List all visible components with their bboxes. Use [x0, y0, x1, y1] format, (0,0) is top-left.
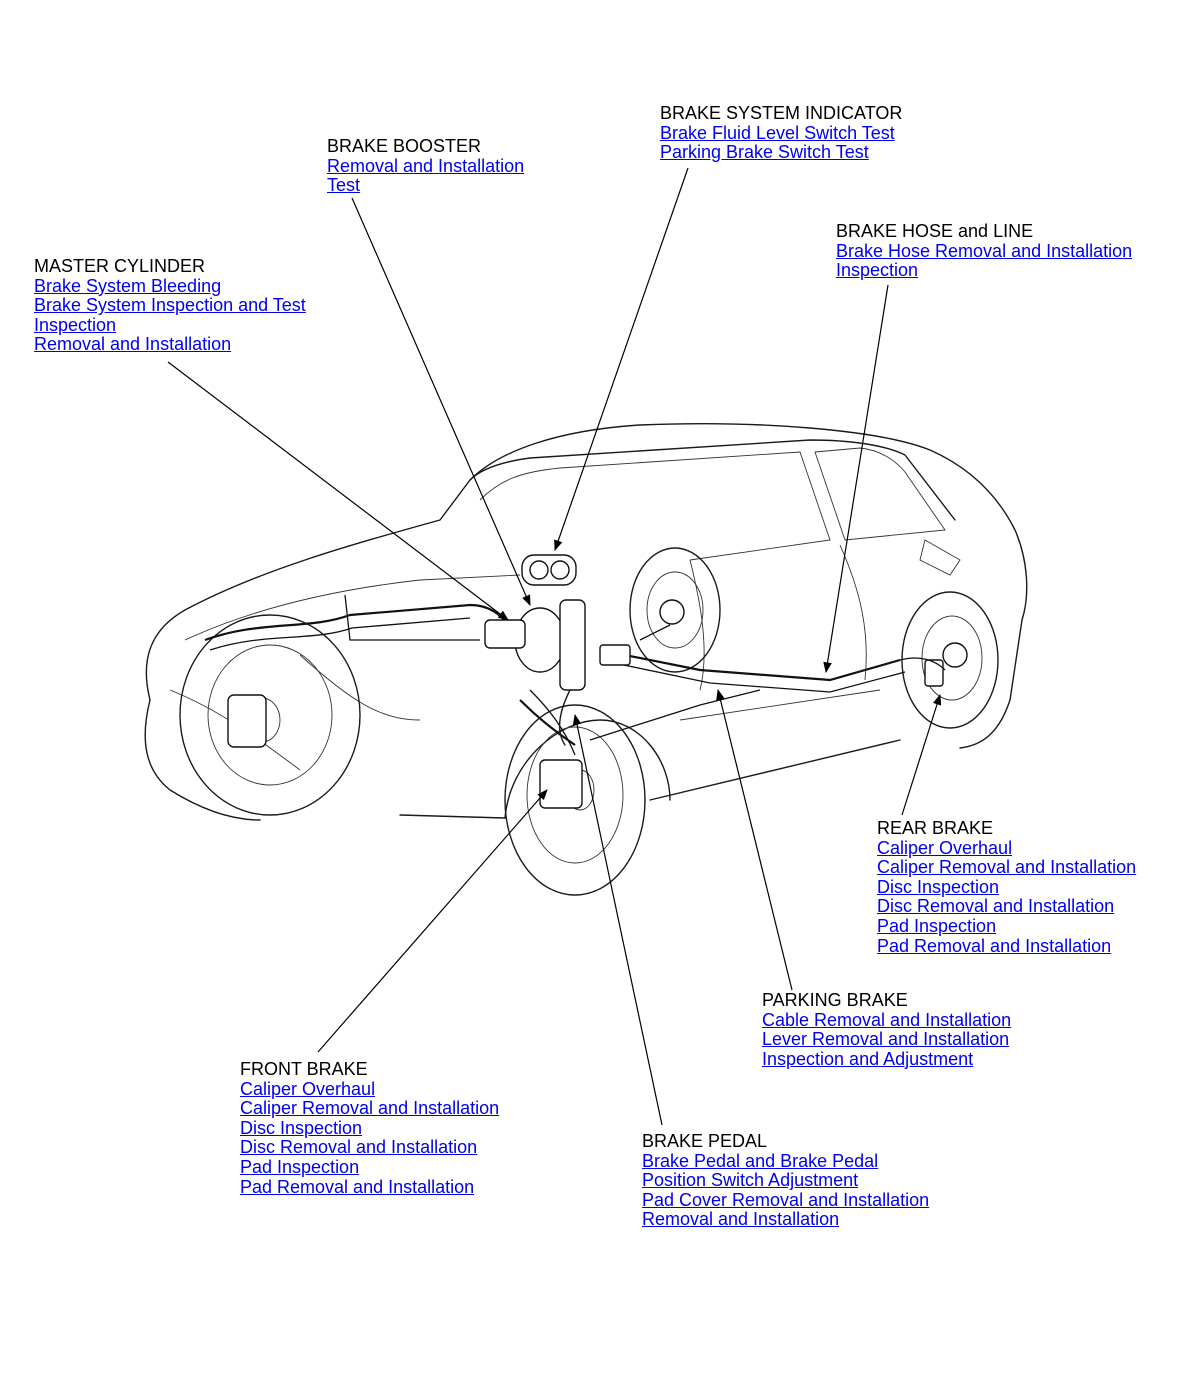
leader-lines — [167, 167, 942, 1126]
instrument-cluster — [521, 554, 577, 586]
link-rear-disc-inspection[interactable]: Disc Inspection — [877, 876, 1000, 897]
rear-right-wheel — [901, 591, 999, 729]
link-master-cylinder-inspection[interactable]: Inspection — [34, 314, 117, 335]
leader-brake-pedal — [572, 713, 663, 1126]
callout-front-brake: FRONT BRAKE Caliper Overhaul Caliper Rem… — [240, 1059, 500, 1197]
booster-assembly — [484, 599, 631, 746]
leader-rear-brake — [901, 693, 942, 816]
callout-rear-brake: REAR BRAKE Caliper Overhaul Caliper Remo… — [877, 818, 1137, 956]
leader-front-brake — [317, 789, 548, 1053]
link-hose-inspection[interactable]: Inspection — [836, 260, 919, 281]
leader-brake-system-indicator — [554, 167, 689, 552]
link-rear-caliper-removal-installation[interactable]: Caliper Removal and Installation — [877, 857, 1137, 878]
link-brake-fluid-level-switch-test[interactable]: Brake Fluid Level Switch Test — [660, 122, 895, 143]
link-rear-disc-removal-installation[interactable]: Disc Removal and Installation — [877, 896, 1115, 917]
callout-title: BRAKE HOSE and LINE — [836, 221, 1034, 241]
link-front-caliper-removal-installation[interactable]: Caliper Removal and Installation — [240, 1098, 500, 1119]
link-inspection-adjustment[interactable]: Inspection and Adjustment — [762, 1048, 974, 1069]
callout-parking-brake: PARKING BRAKE Cable Removal and Installa… — [762, 990, 1012, 1069]
callout-title: BRAKE PEDAL — [642, 1131, 768, 1151]
callout-brake-system-indicator: BRAKE SYSTEM INDICATOR Brake Fluid Level… — [660, 103, 903, 163]
front-left-wheel — [179, 614, 361, 816]
link-brake-system-bleeding[interactable]: Brake System Bleeding — [34, 275, 222, 296]
link-pedal-removal-installation[interactable]: Removal and Installation — [642, 1209, 840, 1230]
link-front-disc-inspection[interactable]: Disc Inspection — [240, 1117, 363, 1138]
front-right-wheel — [504, 704, 646, 896]
link-brake-hose-removal-installation[interactable]: Brake Hose Removal and Installation — [836, 240, 1133, 261]
callout-title: BRAKE BOOSTER — [327, 136, 482, 156]
link-master-cylinder-removal-installation[interactable]: Removal and Installation — [34, 334, 232, 355]
link-front-pad-removal-installation[interactable]: Pad Removal and Installation — [240, 1176, 475, 1197]
link-position-switch-adjustment[interactable]: Position Switch Adjustment — [642, 1170, 859, 1191]
link-front-caliper-overhaul[interactable]: Caliper Overhaul — [240, 1078, 376, 1099]
link-parking-brake-switch-test[interactable]: Parking Brake Switch Test — [660, 142, 869, 163]
link-lever-removal-installation[interactable]: Lever Removal and Installation — [762, 1029, 1010, 1050]
callout-title: REAR BRAKE — [877, 818, 994, 838]
callout-title: PARKING BRAKE — [762, 990, 908, 1010]
callout-brake-booster: BRAKE BOOSTER Removal and Installation T… — [327, 136, 525, 196]
callout-title: MASTER CYLINDER — [34, 256, 206, 276]
callout-title: BRAKE SYSTEM INDICATOR — [660, 103, 903, 123]
link-pad-cover-removal-installation[interactable]: Pad Cover Removal and Installation — [642, 1189, 930, 1210]
brake-lines — [204, 594, 946, 756]
link-front-disc-removal-installation[interactable]: Disc Removal and Installation — [240, 1137, 478, 1158]
link-booster-test[interactable]: Test — [327, 175, 361, 196]
leader-master-cylinder — [167, 361, 509, 621]
rear-left-wheel — [629, 547, 721, 673]
link-booster-removal-installation[interactable]: Removal and Installation — [327, 155, 525, 176]
link-brake-pedal-switch[interactable]: Brake Pedal and Brake Pedal — [642, 1150, 879, 1171]
callout-brake-pedal: BRAKE PEDAL Brake Pedal and Brake Pedal … — [642, 1131, 930, 1230]
link-brake-system-inspection-test[interactable]: Brake System Inspection and Test — [34, 295, 306, 316]
link-cable-removal-installation[interactable]: Cable Removal and Installation — [762, 1009, 1012, 1030]
link-front-pad-inspection[interactable]: Pad Inspection — [240, 1156, 360, 1177]
link-rear-pad-removal-installation[interactable]: Pad Removal and Installation — [877, 935, 1112, 956]
link-rear-caliper-overhaul[interactable]: Caliper Overhaul — [877, 837, 1013, 858]
callout-title: FRONT BRAKE — [240, 1059, 368, 1079]
link-rear-pad-inspection[interactable]: Pad Inspection — [877, 915, 997, 936]
leader-parking-brake — [716, 688, 793, 991]
car-body — [144, 423, 1028, 821]
leader-brake-hose-line — [823, 284, 889, 674]
callout-master-cylinder: MASTER CYLINDER Brake System Bleeding Br… — [34, 256, 306, 355]
leader-brake-booster — [351, 197, 531, 606]
callout-brake-hose-line: BRAKE HOSE and LINE Brake Hose Removal a… — [836, 221, 1133, 281]
